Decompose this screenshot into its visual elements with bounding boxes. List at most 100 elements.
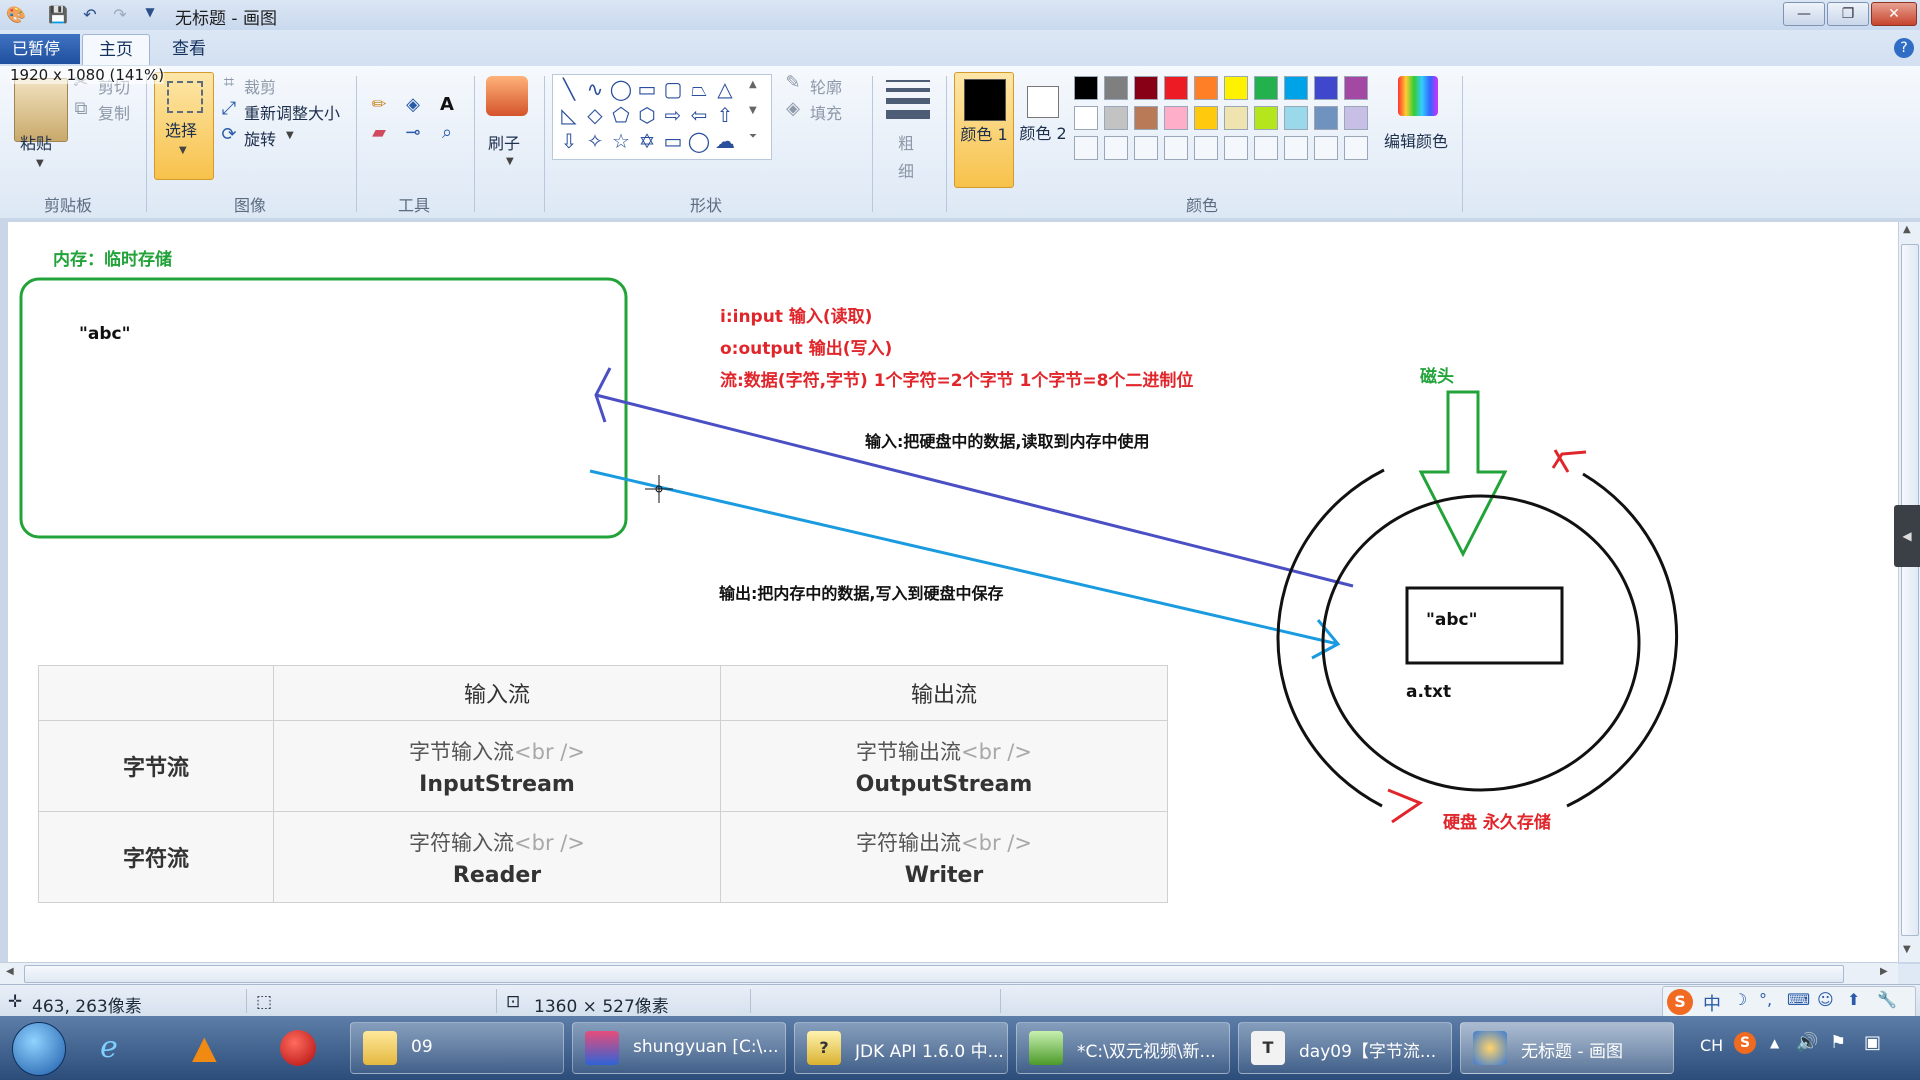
rounded-rectangle-shape-icon[interactable]: ▢ (663, 77, 683, 101)
color-swatch[interactable] (1224, 106, 1248, 130)
sogou-logo-icon[interactable]: S (1667, 989, 1693, 1015)
action-center-icon[interactable]: ▣ (1864, 1032, 1882, 1053)
oval-callout-shape-icon[interactable]: ◯ (687, 129, 711, 153)
brushes-button[interactable]: 刷子 (488, 134, 521, 153)
taskbar-item-intellij[interactable]: shungyuan [C:\... (572, 1022, 786, 1074)
language-indicator[interactable]: CH (1700, 1036, 1724, 1055)
color-swatch[interactable] (1254, 76, 1278, 100)
line-size-icon[interactable] (886, 80, 930, 128)
taskbar-item-notepad[interactable]: *C:\双元视频\新... (1016, 1022, 1230, 1074)
shirt-icon[interactable]: ⬆ (1847, 990, 1861, 1009)
minimize-button[interactable]: — (1783, 2, 1825, 26)
empty-custom-color-slot[interactable] (1314, 136, 1338, 160)
volume-icon[interactable]: 🔊 (1796, 1032, 1819, 1053)
horizontal-scrollbar[interactable]: ◀ ▶ (0, 962, 1898, 985)
polygon-shape-icon[interactable]: ⏢ (691, 77, 707, 101)
scroll-up-icon[interactable]: ▲ (749, 79, 757, 90)
color-swatch[interactable] (1254, 106, 1278, 130)
color-picker-icon[interactable]: ⊸ (405, 122, 421, 143)
color-swatch[interactable] (1314, 76, 1338, 100)
color-swatch[interactable] (1164, 106, 1188, 130)
right-triangle-shape-icon[interactable]: ◺ (561, 103, 577, 127)
empty-custom-color-slot[interactable] (1104, 136, 1128, 160)
resize-button[interactable]: 重新调整大小 (244, 104, 341, 123)
magnifier-icon[interactable]: ⌕ (441, 122, 453, 143)
vlc-icon[interactable]: ▲ (192, 1028, 217, 1066)
redo-icon[interactable]: ↷ (113, 5, 127, 24)
network-icon[interactable]: ⚑ (1830, 1032, 1847, 1053)
color-swatch[interactable] (1074, 76, 1098, 100)
text-tool-icon[interactable]: A (440, 94, 454, 115)
color2-button[interactable]: 颜色 2 (1016, 72, 1070, 186)
empty-custom-color-slot[interactable] (1224, 136, 1248, 160)
empty-custom-color-slot[interactable] (1074, 136, 1098, 160)
internet-explorer-icon[interactable]: ℯ (100, 1030, 118, 1065)
color1-button[interactable]: 颜色 1 (954, 72, 1014, 188)
taskbar-item-paint[interactable]: 无标题 - 画图 (1460, 1022, 1674, 1074)
color-swatch[interactable] (1284, 106, 1308, 130)
close-button[interactable]: ✕ (1871, 2, 1917, 26)
side-panel-toggle-icon[interactable]: ◀ (1894, 505, 1920, 567)
tab-home[interactable]: 主页 (82, 34, 150, 65)
taskbar-item-folder[interactable]: 09 (350, 1022, 564, 1074)
empty-custom-color-slot[interactable] (1194, 136, 1218, 160)
show-hidden-icons-icon[interactable]: ▲ (1770, 1036, 1780, 1050)
edit-colors-button[interactable]: 编辑颜色 (1384, 132, 1449, 151)
color-swatch[interactable] (1194, 76, 1218, 100)
color-swatch[interactable] (1344, 106, 1368, 130)
eraser-icon[interactable]: ▰ (372, 122, 386, 143)
empty-custom-color-slot[interactable] (1254, 136, 1278, 160)
color-swatch[interactable] (1224, 76, 1248, 100)
vertical-scroll-thumb[interactable] (1901, 244, 1919, 936)
paste-dropdown-icon[interactable]: ▼ (36, 158, 44, 169)
paint-app-icon[interactable]: 🎨 (6, 5, 26, 24)
color-swatch[interactable] (1104, 106, 1128, 130)
color-swatch[interactable] (1134, 76, 1158, 100)
line-shape-icon[interactable]: ╲ (562, 77, 576, 101)
crop-button[interactable]: 裁剪 (244, 78, 277, 97)
empty-custom-color-slot[interactable] (1134, 136, 1158, 160)
scroll-left-arrow-icon[interactable]: ◀ (6, 966, 14, 977)
diamond-shape-icon[interactable]: ◇ (587, 103, 603, 127)
help-icon[interactable]: ? (1894, 38, 1914, 58)
taskbar-item-typora[interactable]: T day09【字节流... (1238, 1022, 1452, 1074)
scroll-right-arrow-icon[interactable]: ▶ (1880, 966, 1888, 977)
empty-custom-color-slot[interactable] (1284, 136, 1308, 160)
rotate-button[interactable]: 旋转 (244, 130, 277, 149)
rect-callout-shape-icon[interactable]: ▭ (663, 129, 683, 153)
color-swatch[interactable] (1194, 106, 1218, 130)
triangle-shape-icon[interactable]: △ (717, 77, 733, 101)
color-swatch[interactable] (1314, 106, 1338, 130)
rotate-dropdown-icon[interactable]: ▼ (286, 130, 294, 141)
five-point-star-shape-icon[interactable]: ☆ (612, 129, 630, 153)
tab-view[interactable]: 查看 (172, 39, 206, 59)
scroll-down-arrow-icon[interactable]: ▼ (1903, 944, 1911, 955)
four-point-star-shape-icon[interactable]: ✧ (586, 129, 604, 153)
color-swatch[interactable] (1074, 106, 1098, 130)
expand-gallery-icon[interactable]: ⏷ (749, 131, 757, 142)
sogou-tray-icon[interactable]: S (1734, 1032, 1756, 1054)
wrench-icon[interactable]: 🔧 (1877, 990, 1897, 1009)
taskbar-item-jdk-api[interactable]: ? JDK API 1.6.0 中... (794, 1022, 1008, 1074)
paste-button[interactable]: 粘贴 (20, 134, 53, 153)
color-swatch[interactable] (1284, 76, 1308, 100)
ime-toolbar[interactable]: S 中 ☽ °, ⌨ ☺ ⬆ 🔧 (1662, 986, 1916, 1018)
cloud-callout-shape-icon[interactable]: ☁ (715, 129, 735, 153)
color-swatch[interactable] (1344, 76, 1368, 100)
down-arrow-shape-icon[interactable]: ⇩ (560, 129, 578, 153)
vertical-scrollbar[interactable]: ▲ ▼ (1898, 222, 1920, 962)
left-arrow-shape-icon[interactable]: ⇦ (690, 103, 708, 127)
color-swatch[interactable] (1134, 106, 1158, 130)
outline-button[interactable]: 轮廓 (810, 78, 843, 97)
recorder-icon[interactable] (280, 1030, 316, 1066)
hexagon-shape-icon[interactable]: ⬡ (638, 103, 656, 127)
start-button-icon[interactable] (12, 1022, 66, 1076)
color-swatch[interactable] (1104, 76, 1128, 100)
customize-quick-access-icon[interactable]: ▼ (145, 5, 155, 19)
brushes-dropdown-icon[interactable]: ▼ (506, 156, 514, 167)
pentagon-shape-icon[interactable]: ⬠ (612, 103, 630, 127)
punctuation-icon[interactable]: °, (1759, 990, 1773, 1009)
select-button[interactable]: 选择 ▼ (154, 72, 214, 180)
copy-button[interactable]: 复制 (98, 104, 131, 123)
scroll-down-icon[interactable]: ▼ (749, 105, 757, 116)
